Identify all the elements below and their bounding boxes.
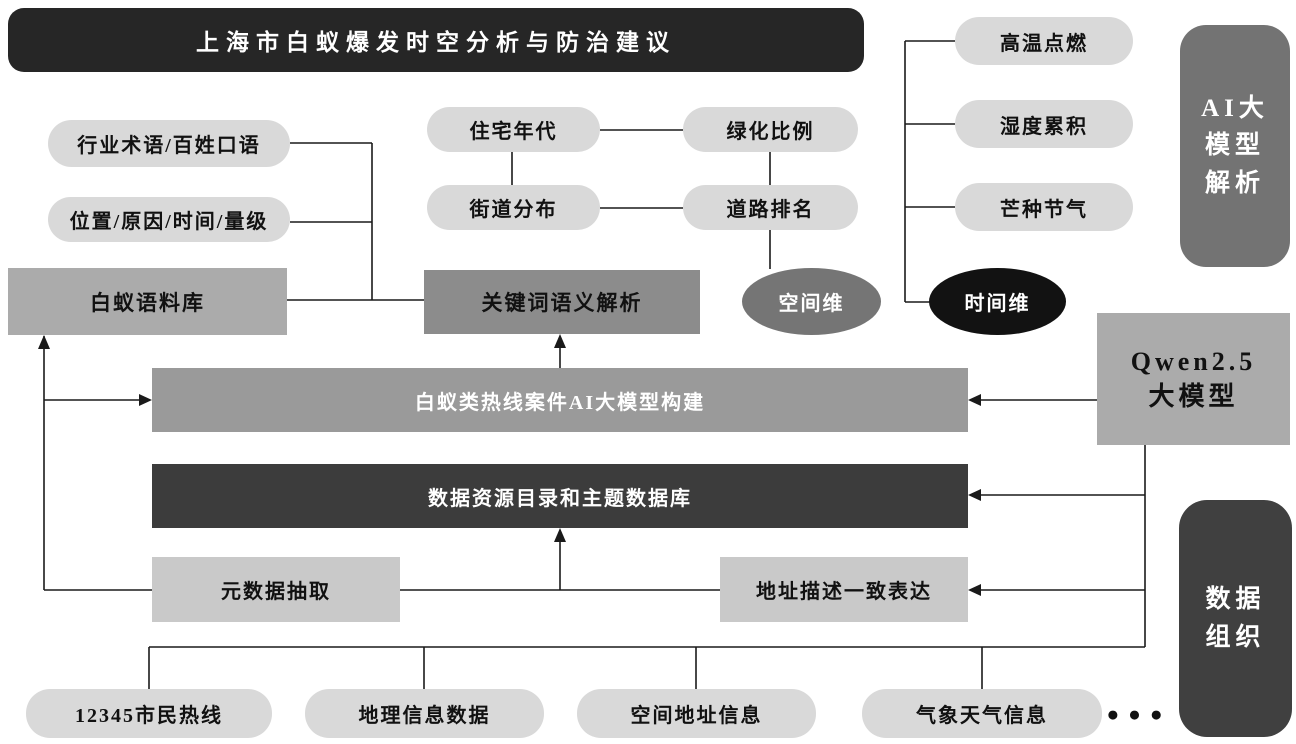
node-position-reason: 位置/原因/时间/量级: [48, 197, 290, 242]
stage-label-line: AI大: [1201, 94, 1269, 122]
node-housing-age: 住宅年代: [427, 107, 600, 152]
node-spatial-address-info: 空间地址信息: [577, 689, 816, 738]
node-metadata-extract: 元数据抽取: [152, 557, 400, 622]
qwen-model-line: 大模型: [1148, 382, 1239, 411]
node-high-temp-ignite: 高温点燃: [955, 17, 1133, 65]
node-ai-model-build: 白蚁类热线案件AI大模型构建: [152, 368, 968, 432]
node-mangzhong-solar-term: 芒种节气: [955, 183, 1133, 231]
node-humidity-accumulate: 湿度累积: [955, 100, 1133, 148]
node-space-dimension: 空间维: [742, 268, 881, 335]
stage-label-line: 组织: [1205, 623, 1266, 651]
node-address-consistent: 地址描述一致表达: [720, 557, 968, 622]
node-road-ranking: 道路排名: [683, 185, 858, 230]
node-keyword-semantic-parse: 关键词语义解析: [424, 270, 700, 334]
node-geo-info-data: 地理信息数据: [305, 689, 544, 738]
node-weather-info: 气象天气信息: [862, 689, 1102, 738]
node-greening-ratio: 绿化比例: [683, 107, 858, 152]
node-termite-corpus: 白蚁语料库: [8, 268, 287, 335]
node-qwen-model: Qwen2.5 大模型: [1097, 313, 1290, 445]
qwen-model-line: Qwen2.5: [1130, 346, 1257, 376]
node-industry-term: 行业术语/百姓口语: [48, 120, 290, 167]
stage-label-line: 模型: [1204, 132, 1265, 160]
ellipsis-dots-icon: ●●●: [1106, 701, 1172, 726]
node-time-dimension: 时间维: [929, 268, 1066, 335]
arrowheads: [38, 334, 981, 596]
stage-label-line: 解析: [1204, 169, 1265, 197]
diagram-title: 上海市白蚁爆发时空分析与防治建议: [8, 8, 864, 72]
stage-label-ai-model-parse: AI大 模型 解析: [1180, 25, 1290, 267]
stage-label-line: 数据: [1205, 586, 1266, 613]
stage-label-data-organization: 数据 组织: [1179, 500, 1292, 737]
node-data-catalog: 数据资源目录和主题数据库: [152, 464, 968, 528]
node-hotline-12345: 12345市民热线: [26, 689, 272, 738]
node-street-distribution: 街道分布: [427, 185, 600, 230]
